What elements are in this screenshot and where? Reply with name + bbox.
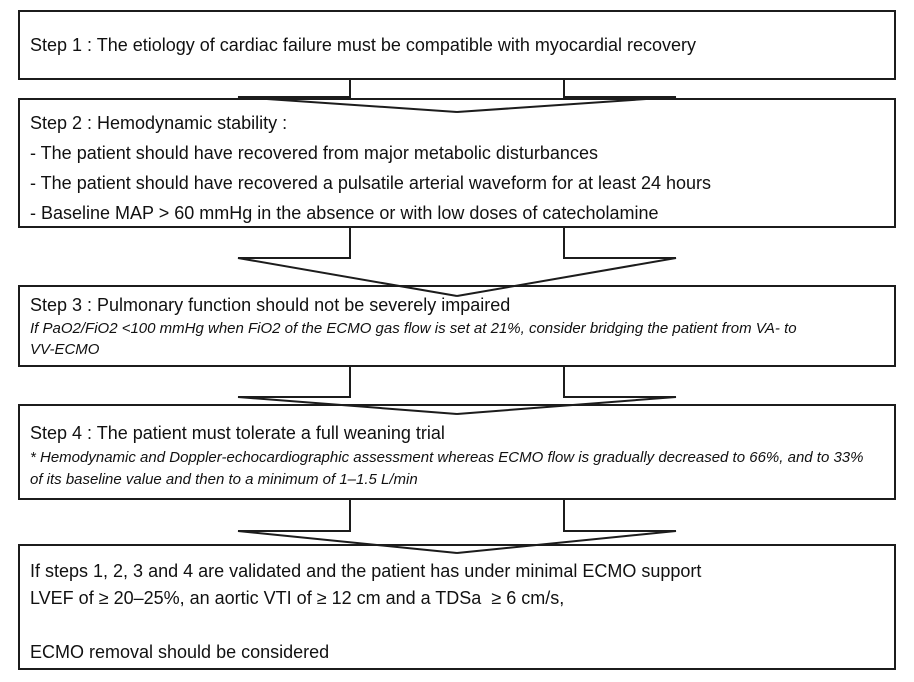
step-2-criterion-2: - The patient should have recovered a pu… (30, 173, 712, 193)
step-4-box: Step 4 : The patient must tolerate a ful… (18, 404, 896, 500)
step-3-box: Step 3 : Pulmonary function should not b… (18, 285, 896, 367)
step-3-note: If PaO2/FiO2 <100 mmHg when FiO2 of the … (30, 318, 884, 360)
step-2-title: Step 2 : Hemodynamic stability : (30, 113, 288, 133)
step-4-note-line-2: of its baseline value and then to a mini… (30, 471, 418, 488)
step-1-box: Step 1 : The etiology of cardiac failure… (18, 10, 896, 80)
step-4-heading: Step 4 : The patient must tolerate a ful… (30, 423, 445, 443)
step-3-heading: Step 3 : Pulmonary function should not b… (30, 295, 511, 315)
step-3-note-line-2: VV-ECMO (30, 341, 100, 358)
conclusion-line-4: ECMO removal should be considered (30, 642, 330, 662)
step-4-note-line-1: * Hemodynamic and Doppler-echocardiograp… (30, 449, 864, 466)
step-1-text: Step 1 : The etiology of cardiac failure… (30, 34, 696, 55)
step-2-criterion-1: - The patient should have recovered from… (30, 143, 598, 163)
conclusion-spacer (30, 612, 884, 639)
step-3-note-line-1: If PaO2/FiO2 <100 mmHg when FiO2 of the … (30, 320, 797, 337)
step-2-box: Step 2 : Hemodynamic stability : - The p… (18, 98, 896, 228)
step-4-note: * Hemodynamic and Doppler-echocardiograp… (30, 447, 884, 491)
conclusion-line-2: LVEF of ≥ 20–25%, an aortic VTI of ≥ 12 … (30, 588, 565, 608)
step-2-criterion-3: - Baseline MAP > 60 mmHg in the absence … (30, 203, 659, 223)
conclusion-box: If steps 1, 2, 3 and 4 are validated and… (18, 544, 896, 670)
conclusion-line-1: If steps 1, 2, 3 and 4 are validated and… (30, 561, 702, 581)
